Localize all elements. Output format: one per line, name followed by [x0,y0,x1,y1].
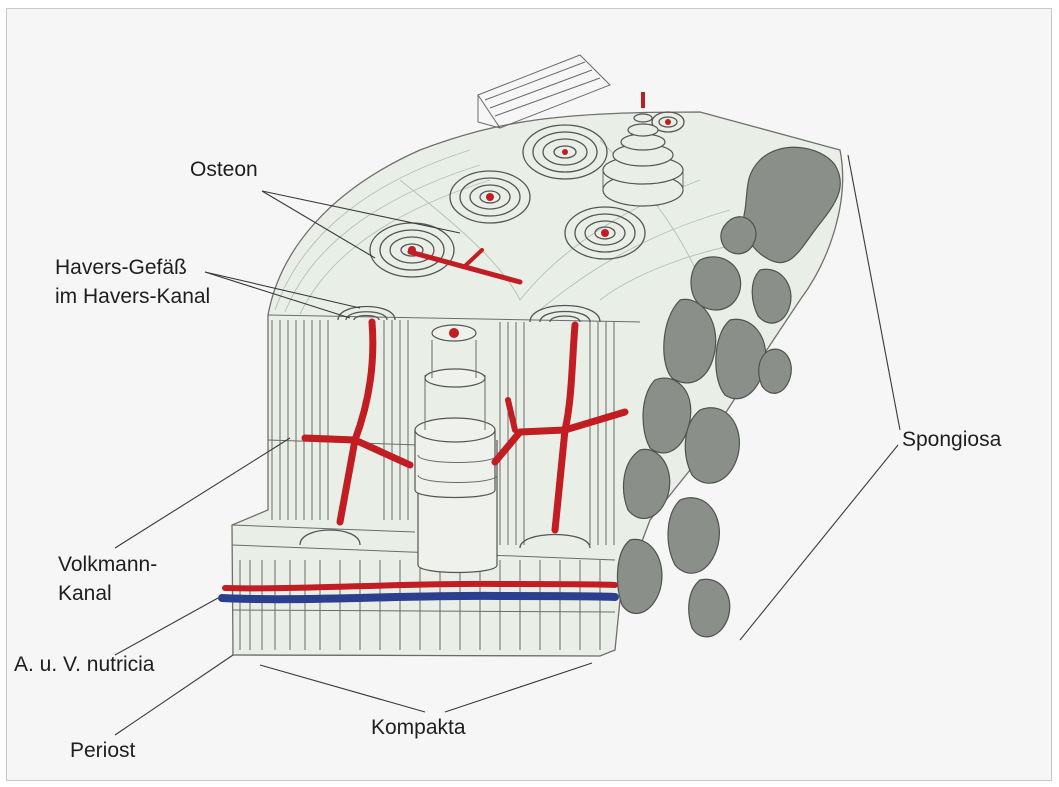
vein-nutricia [222,596,615,599]
label-periost: Periost [70,737,135,764]
pointer-spongiosa-b [740,445,898,640]
pointer-spongiosa-a [848,155,900,430]
label-volkmann-line2: Kanal [58,580,112,607]
pointer-nutricia [115,598,218,655]
label-osteon: Osteon [190,156,258,183]
label-spongiosa: Spongiosa [902,426,1001,453]
label-havers-line1: Havers-Gefäß [55,254,187,281]
label-havers-line2: im Havers-Kanal [55,283,210,310]
pointer-kompakta-a [260,665,425,712]
label-volkmann-line1: Volkmann- [58,551,157,578]
label-kompakta: Kompakta [371,714,466,741]
label-nutricia: A. u. V. nutricia [14,651,154,678]
pointer-kompakta-b [445,663,592,712]
